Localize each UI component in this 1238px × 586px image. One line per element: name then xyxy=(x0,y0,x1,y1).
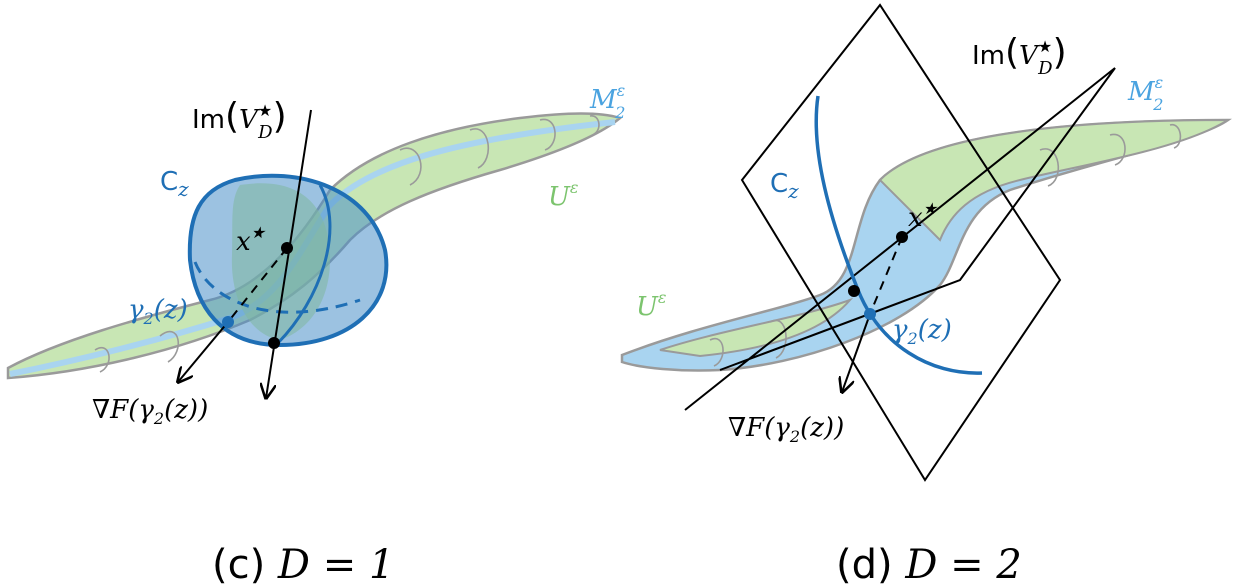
c-label-c: Cz xyxy=(160,167,189,201)
tube-green-d xyxy=(878,118,1232,242)
point-x-star-c xyxy=(281,242,293,254)
grad-label-c: ∇F(γ2(z)) xyxy=(92,395,208,428)
c-label-d: Cz xyxy=(770,169,799,203)
gradient-arrow-d xyxy=(842,313,871,392)
gamma-label-c: γ2(z) xyxy=(128,295,188,328)
tube-green-lower-d xyxy=(659,297,854,358)
tube-rings-c xyxy=(94,115,600,373)
plane-im-vd-d xyxy=(740,3,1062,482)
x-star-label-c: x★ xyxy=(236,223,267,257)
im-label-c: Im(V★D) xyxy=(192,96,287,143)
im-vd-line-c xyxy=(266,109,312,398)
point-bottom-c xyxy=(268,337,280,349)
tube-rings-d xyxy=(709,124,1182,367)
point-gamma-c xyxy=(222,316,234,328)
sphere-cz-inner xyxy=(231,183,330,340)
caption-d: (d) D = 2 xyxy=(836,542,1022,586)
point-mid-d xyxy=(848,285,860,297)
im-label-d: Im(V★D) xyxy=(972,32,1067,79)
x-star-label-d: x★ xyxy=(908,199,939,233)
gradient-arrow-c xyxy=(178,321,229,382)
caption-c: (c) D = 1 xyxy=(212,542,394,586)
u-label-d: Uε xyxy=(636,288,667,322)
dashed-line-d xyxy=(869,236,903,315)
point-x-star-d xyxy=(896,231,908,243)
point-gamma-d xyxy=(864,308,876,320)
sphere-cz-meridian xyxy=(276,184,332,345)
gamma-label-d: γ2(z) xyxy=(892,315,952,348)
u-label-c: Uε xyxy=(548,178,579,212)
grad-label-d: ∇F(γ2(z)) xyxy=(728,413,844,446)
